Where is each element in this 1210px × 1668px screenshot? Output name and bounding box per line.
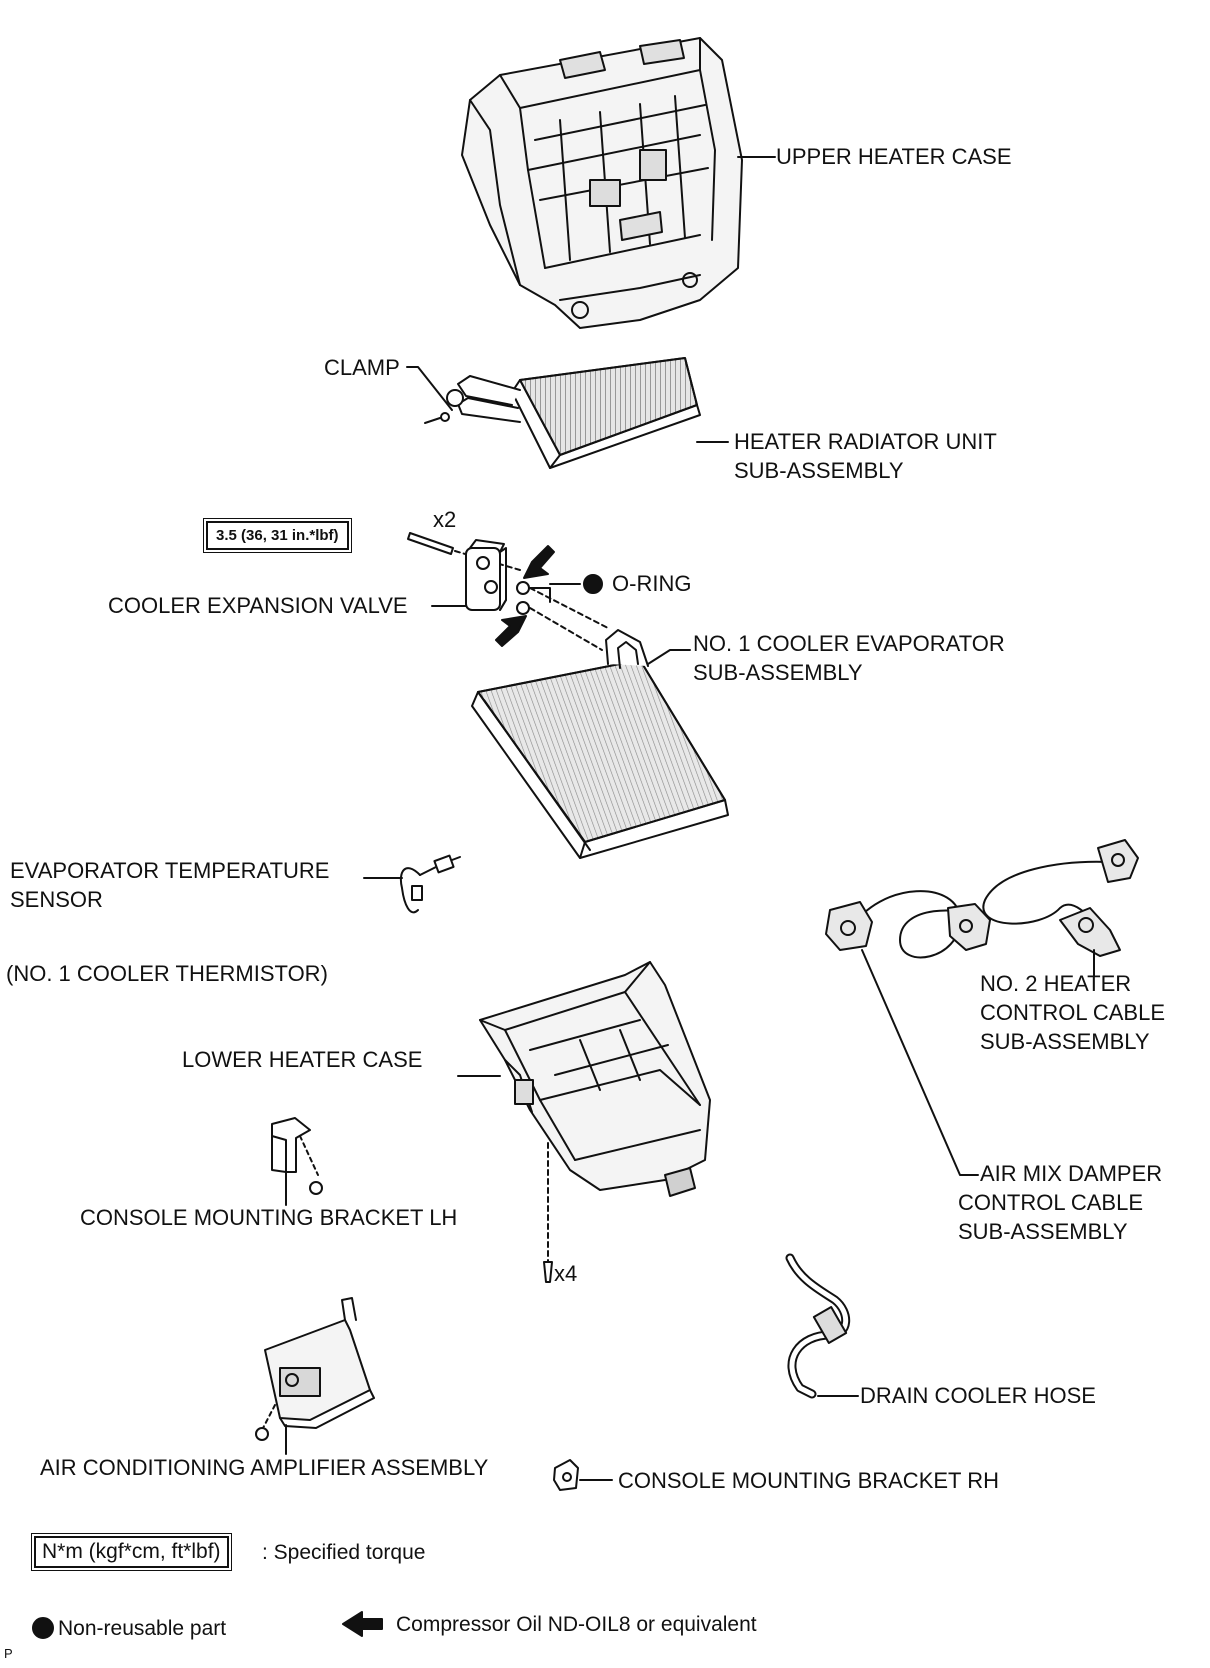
label-heater-radiator-2: SUB-ASSEMBLY xyxy=(734,458,904,483)
label-o-ring: O-RING xyxy=(612,571,692,596)
expansion-valve-drawing xyxy=(407,532,609,651)
console-bracket-lh-drawing xyxy=(271,1117,323,1195)
label-upper-heater-case: UPPER HEATER CASE xyxy=(776,144,1012,169)
cooler-evaporator-drawing xyxy=(471,629,729,859)
label-screw-count: x4 xyxy=(554,1261,578,1286)
legend-compressor-oil: Compressor Oil ND-OIL8 or equivalent xyxy=(396,1613,757,1636)
label-evaporator-2: SUB-ASSEMBLY xyxy=(693,660,863,685)
label-thermistor: (NO. 1 COOLER THERMISTOR) xyxy=(6,961,328,986)
label-evaporator-1: NO. 1 COOLER EVAPORATOR xyxy=(693,631,1005,656)
lower-heater-case-drawing xyxy=(479,961,711,1197)
label-clamp: CLAMP xyxy=(324,355,400,380)
legend-torque-unit-box: N*m (kgf*cm, ft*lbf) xyxy=(34,1536,229,1568)
label-amplifier: AIR CONDITIONING AMPLIFIER ASSEMBLY xyxy=(40,1455,489,1480)
non-reusable-dot-icon xyxy=(32,1617,54,1639)
air-mix-damper-cable-drawing xyxy=(825,890,991,959)
oil-arrow-icon xyxy=(342,1611,383,1637)
legend-torque-desc: : Specified torque xyxy=(262,1541,426,1564)
label-temp-sensor-1: EVAPORATOR TEMPERATURE xyxy=(10,858,330,883)
label-bolt-count: x2 xyxy=(433,507,457,532)
heater-radiator-drawing xyxy=(424,357,701,469)
label-cooler-expansion-valve: COOLER EXPANSION VALVE xyxy=(108,593,408,618)
corner-mark: P xyxy=(4,1646,13,1661)
label-air-mix-1: AIR MIX DAMPER xyxy=(980,1161,1163,1186)
legend-non-reusable: Non-reusable part xyxy=(58,1617,227,1640)
no2-heater-control-cable-drawing xyxy=(982,839,1139,957)
label-lower-heater-case: LOWER HEATER CASE xyxy=(182,1047,423,1072)
torque-spec-box: 3.5 (36, 31 in.*lbf) xyxy=(206,521,349,550)
label-no2-cable-2: CONTROL CABLE xyxy=(980,1000,1166,1025)
drain-hose-drawing xyxy=(785,1253,851,1399)
label-heater-radiator-1: HEATER RADIATOR UNIT xyxy=(734,429,997,454)
temperature-sensor-drawing xyxy=(400,854,461,914)
upper-heater-case-drawing xyxy=(461,37,743,329)
label-air-mix-3: SUB-ASSEMBLY xyxy=(958,1219,1128,1244)
label-bracket-lh: CONSOLE MOUNTING BRACKET LH xyxy=(80,1205,458,1230)
label-no2-cable-3: SUB-ASSEMBLY xyxy=(980,1029,1150,1054)
label-drain-hose: DRAIN COOLER HOSE xyxy=(860,1383,1096,1408)
label-temp-sensor-2: SENSOR xyxy=(10,887,103,912)
label-air-mix-2: CONTROL CABLE xyxy=(958,1190,1144,1215)
label-no2-cable-1: NO. 2 HEATER xyxy=(980,971,1132,996)
console-bracket-rh-drawing xyxy=(553,1459,579,1491)
label-bracket-rh: CONSOLE MOUNTING BRACKET RH xyxy=(618,1468,999,1493)
amplifier-drawing xyxy=(255,1297,375,1441)
